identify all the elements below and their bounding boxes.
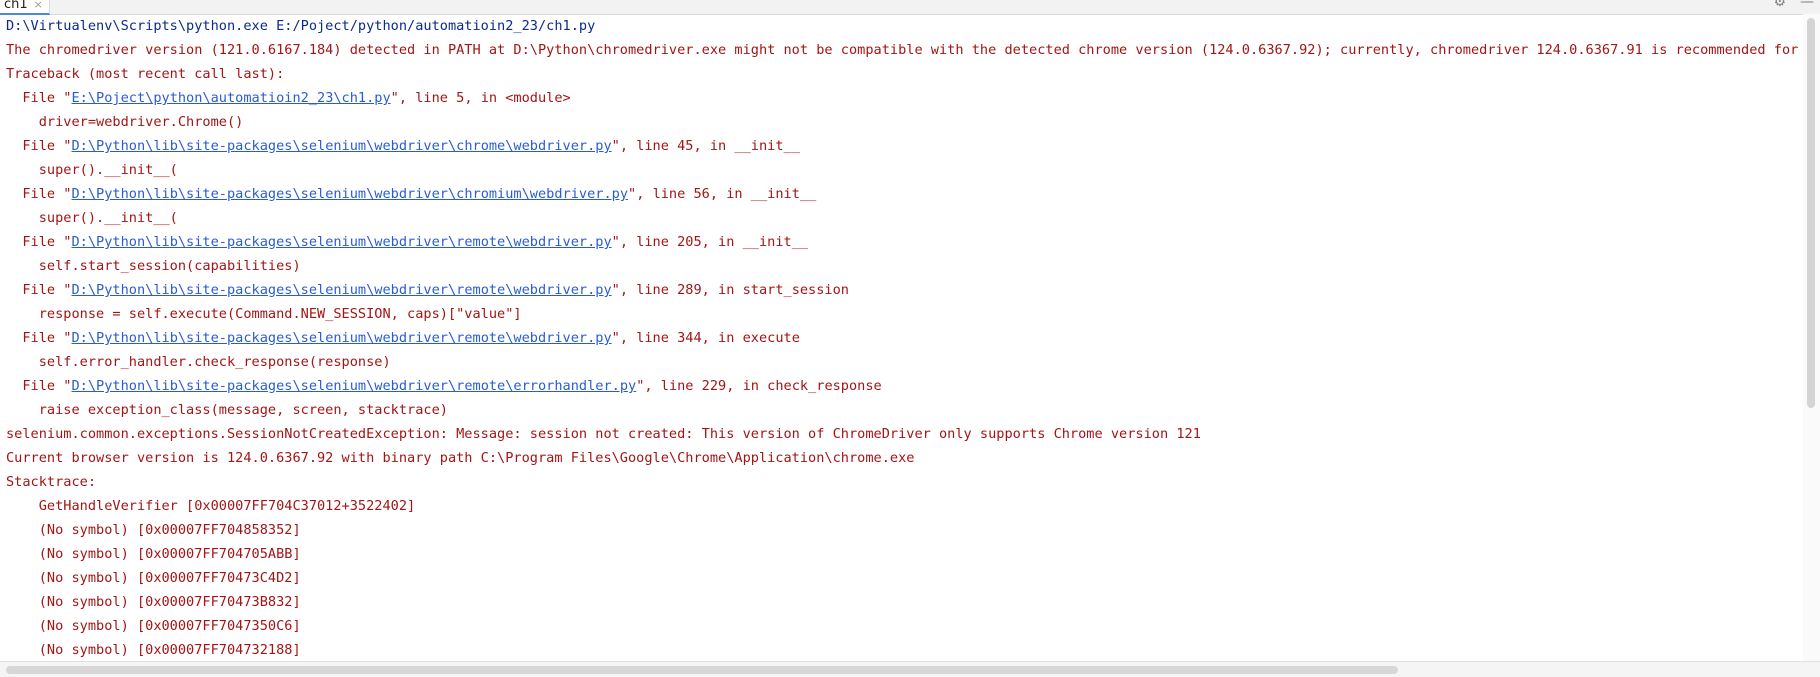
traceback-file-line: File "D:\Python\lib\site-packages\seleni…	[6, 134, 1803, 158]
console-line: super().__init__(	[6, 162, 178, 178]
file-link[interactable]: E:\Poject\python\automatioin2_23\ch1.py	[71, 90, 391, 106]
tab-bar: ch1 × ⚙ —	[0, 0, 1820, 15]
traceback-file-line: File "D:\Python\lib\site-packages\seleni…	[6, 374, 1803, 398]
file-prefix: File "	[6, 378, 72, 394]
close-icon[interactable]: ×	[33, 0, 43, 11]
traceback-file-line: File "D:\Python\lib\site-packages\seleni…	[6, 326, 1803, 350]
file-link[interactable]: D:\Python\lib\site-packages\selenium\web…	[71, 282, 612, 298]
console-line: (No symbol) [0x00007FF70473B832]	[6, 594, 301, 610]
console-line: self.start_session(capabilities)	[6, 258, 301, 274]
file-link[interactable]: D:\Python\lib\site-packages\selenium\web…	[71, 234, 612, 250]
console-line: The chromedriver version (121.0.6167.184…	[6, 42, 1803, 58]
file-suffix: ", line 45, in __init__	[611, 138, 800, 154]
file-link[interactable]: D:\Python\lib\site-packages\selenium\web…	[71, 138, 612, 154]
console-line: Stacktrace:	[6, 474, 97, 490]
file-prefix: File "	[6, 90, 72, 106]
run-console-output[interactable]: D:\Virtualenv\Scripts\python.exe E:/Poje…	[0, 14, 1803, 661]
file-suffix: ", line 344, in execute	[611, 330, 800, 346]
console-line: raise exception_class(message, screen, s…	[6, 402, 448, 418]
file-suffix: ", line 5, in <module>	[390, 90, 571, 106]
file-prefix: File "	[6, 282, 72, 298]
console-line: GetHandleVerifier [0x00007FF704C37012+35…	[6, 498, 416, 514]
file-suffix: ", line 229, in check_response	[636, 378, 882, 394]
command-line: D:\Virtualenv\Scripts\python.exe E:/Poje…	[6, 18, 596, 34]
file-link[interactable]: D:\Python\lib\site-packages\selenium\web…	[71, 378, 637, 394]
traceback-file-line: File "E:\Poject\python\automatioin2_23\c…	[6, 86, 1803, 110]
file-prefix: File "	[6, 138, 72, 154]
traceback-file-line: File "D:\Python\lib\site-packages\seleni…	[6, 182, 1803, 206]
vertical-scrollbar[interactable]	[1803, 14, 1820, 661]
console-line: (No symbol) [0x00007FF70473C4D2]	[6, 570, 301, 586]
horizontal-scrollbar[interactable]	[0, 661, 1820, 677]
file-link[interactable]: D:\Python\lib\site-packages\selenium\web…	[71, 330, 612, 346]
file-link[interactable]: D:\Python\lib\site-packages\selenium\web…	[71, 186, 629, 202]
console-line: Current browser version is 124.0.6367.92…	[6, 450, 915, 466]
console-line: selenium.common.exceptions.SessionNotCre…	[6, 426, 1201, 442]
file-prefix: File "	[6, 186, 72, 202]
minimize-icon[interactable]: —	[1800, 0, 1814, 10]
tab-ch1[interactable]: ch1 ×	[0, 0, 50, 15]
console-line: driver=webdriver.Chrome()	[6, 114, 244, 130]
console-line: (No symbol) [0x00007FF704705ABB]	[6, 546, 301, 562]
file-prefix: File "	[6, 330, 72, 346]
gear-icon[interactable]: ⚙	[1773, 0, 1786, 10]
file-suffix: ", line 56, in __init__	[628, 186, 817, 202]
vertical-scrollbar-thumb[interactable]	[1807, 18, 1815, 408]
file-suffix: ", line 205, in __init__	[611, 234, 809, 250]
file-prefix: File "	[6, 234, 72, 250]
console-line: (No symbol) [0x00007FF704858352]	[6, 522, 301, 538]
console-line: response = self.execute(Command.NEW_SESS…	[6, 306, 522, 322]
traceback-file-line: File "D:\Python\lib\site-packages\seleni…	[6, 230, 1803, 254]
horizontal-scrollbar-thumb[interactable]	[6, 666, 1398, 674]
console-line: self.error_handler.check_response(respon…	[6, 354, 391, 370]
tab-label: ch1	[4, 0, 28, 12]
traceback-file-line: File "D:\Python\lib\site-packages\seleni…	[6, 278, 1803, 302]
console-line: (No symbol) [0x00007FF704732188]	[6, 642, 301, 658]
tool-window-actions: ⚙ —	[1773, 0, 1814, 10]
file-suffix: ", line 289, in start_session	[611, 282, 849, 298]
console-line: super().__init__(	[6, 210, 178, 226]
console-line: Traceback (most recent call last):	[6, 66, 285, 82]
console-line: (No symbol) [0x00007FF7047350C6]	[6, 618, 301, 634]
